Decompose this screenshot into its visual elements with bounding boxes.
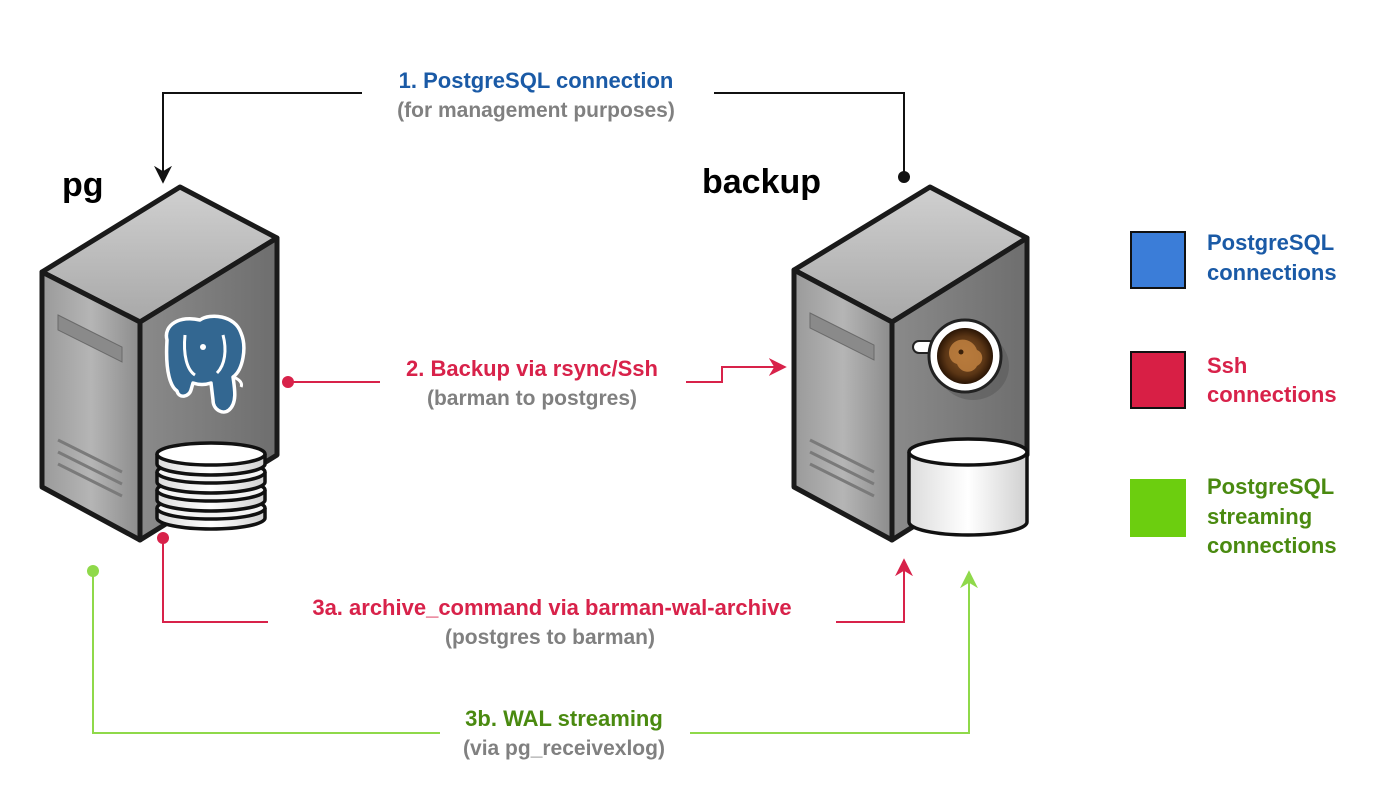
legend-label-line-2: streaming — [1207, 504, 1312, 529]
legend-label-line-3: connections — [1207, 533, 1337, 558]
connection-3b-sublabel: (via pg_receivexlog) — [463, 737, 665, 760]
legend-label-line-2: connections — [1207, 260, 1337, 285]
legend: PostgreSQL connections Ssh connections P… — [1130, 230, 1337, 558]
legend-swatch-red — [1130, 351, 1186, 409]
connection-2-sublabel: (barman to postgres) — [427, 387, 637, 410]
connection-2-line — [282, 358, 787, 388]
legend-label-line-1: Ssh — [1207, 353, 1247, 378]
legend-label-line-1: PostgreSQL — [1207, 230, 1334, 255]
backup-server — [791, 184, 1030, 543]
connection-3a-line — [157, 532, 913, 623]
connection-2-label: 2. Backup via rsync/Ssh — [406, 356, 658, 381]
legend-label-line-1: PostgreSQL — [1207, 474, 1334, 499]
database-disk-stack-icon — [155, 441, 267, 531]
barman-coffee-icon — [912, 318, 1009, 400]
backup-server-label: backup — [702, 163, 821, 201]
pg-server — [39, 184, 280, 543]
backup-storage-disk-icon — [907, 437, 1029, 537]
postgresql-elephant-icon — [164, 314, 246, 414]
connection-3b-line — [87, 565, 978, 734]
connection-3a-sublabel: (postgres to barman) — [445, 626, 655, 649]
connection-1-label: 1. PostgreSQL connection — [399, 68, 674, 93]
connection-1-line — [154, 92, 910, 184]
legend-item-streaming: PostgreSQL streaming connections — [1130, 474, 1337, 558]
legend-label-line-2: connections — [1207, 382, 1337, 407]
legend-item-postgresql: PostgreSQL connections — [1130, 230, 1337, 289]
legend-swatch-green — [1130, 479, 1186, 537]
pg-server-label: pg — [62, 166, 104, 204]
legend-item-ssh: Ssh connections — [1130, 351, 1337, 409]
legend-swatch-blue — [1130, 231, 1186, 289]
connection-1-sublabel: (for management purposes) — [397, 99, 675, 122]
connection-3b-label: 3b. WAL streaming — [465, 706, 663, 731]
connection-3a-label: 3a. archive_command via barman-wal-archi… — [312, 595, 791, 620]
